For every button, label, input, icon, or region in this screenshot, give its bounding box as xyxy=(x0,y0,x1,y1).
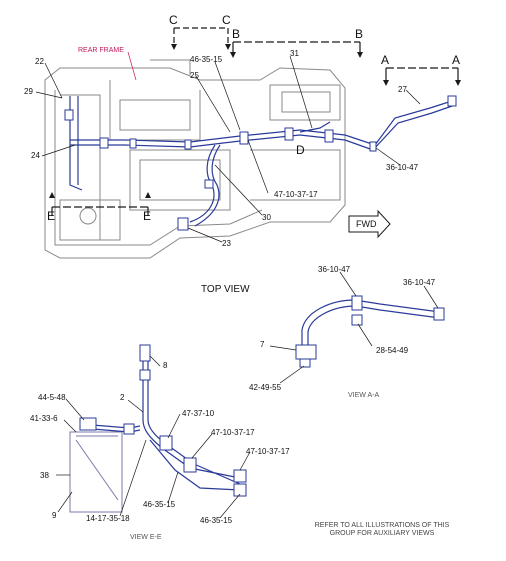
section-arrowheads xyxy=(49,44,461,198)
callout-aa-36-10-47-a: 36-10-47 xyxy=(318,265,351,274)
rear-frame-label: REAR FRAME xyxy=(78,47,124,54)
callout-aa-7: 7 xyxy=(260,340,265,349)
callout-aa-36-10-47-b: 36-10-47 xyxy=(403,278,436,287)
view-aa-parts xyxy=(295,295,445,368)
callout-ee-41-33-6: 41-33-6 xyxy=(30,414,58,423)
section-marker-a2: A xyxy=(452,53,461,67)
refer-note: REFER TO ALL ILLUSTRATIONS OF THIS GROUP… xyxy=(314,522,450,538)
section-marker-b1: B xyxy=(232,27,241,41)
callout-ee-47-37-10: 47-37-10 xyxy=(182,409,215,418)
view-ee-hoses xyxy=(79,360,241,491)
section-marker-b2: B xyxy=(355,27,364,41)
callout-aa-28-54-49: 28-54-49 xyxy=(376,346,409,355)
callout-ee-8: 8 xyxy=(163,361,168,370)
view-ee-tank xyxy=(69,431,123,513)
top-view-title: TOP VIEW xyxy=(201,284,250,295)
view-aa-leaders xyxy=(269,271,439,384)
top-view-leaders xyxy=(35,51,421,243)
callout-ee-38: 38 xyxy=(40,471,49,480)
callout-ee-47-10-37-17-a: 47-10-37-17 xyxy=(211,428,255,437)
callout-ee-46-35-15-b: 46-35-15 xyxy=(200,516,233,525)
callout-ee-46-35-15-a: 46-35-15 xyxy=(143,500,176,509)
section-lines xyxy=(51,27,459,216)
section-marker-e2: E xyxy=(143,209,152,223)
callout-ee-47-10-37-17-b: 47-10-37-17 xyxy=(246,447,290,456)
callout-24: 24 xyxy=(31,151,40,160)
callout-29: 29 xyxy=(24,87,33,96)
callout-ee-44-5-48: 44-5-48 xyxy=(38,393,66,402)
fwd-arrow xyxy=(348,209,391,239)
section-marker-c2: C xyxy=(222,13,231,27)
fwd-label: FWD xyxy=(356,219,377,229)
callout-27: 27 xyxy=(398,85,407,94)
top-view-clamps xyxy=(64,95,457,231)
callout-aa-42-49-55: 42-49-55 xyxy=(249,383,282,392)
callout-46-35-15-top: 46-35-15 xyxy=(190,55,223,64)
section-marker-c1: C xyxy=(169,13,178,27)
callout-ee-9: 9 xyxy=(52,511,57,520)
section-marker-a1: A xyxy=(381,53,390,67)
section-marker-d: D xyxy=(296,143,305,157)
callout-36-10-47-top: 36-10-47 xyxy=(386,163,419,172)
callout-25: 25 xyxy=(190,71,199,80)
callout-22: 22 xyxy=(35,57,44,66)
view-aa-title: VIEW A-A xyxy=(348,392,380,399)
callout-30: 30 xyxy=(262,213,271,222)
callout-ee-14-17-35-18: 14-17-35-18 xyxy=(86,514,130,523)
view-ee-leaders xyxy=(56,355,251,519)
view-ee-parts xyxy=(79,344,247,497)
callout-31: 31 xyxy=(290,49,299,58)
view-aa-hoses xyxy=(301,299,441,350)
view-ee-title: VIEW E-E xyxy=(130,534,162,541)
callout-ee-2: 2 xyxy=(120,393,125,402)
top-view-hoses xyxy=(69,96,456,227)
top-view-frame xyxy=(44,59,346,259)
callout-23: 23 xyxy=(222,239,231,248)
section-marker-e1: E xyxy=(47,209,56,223)
callout-47-10-37-17-top: 47-10-37-17 xyxy=(274,190,318,199)
